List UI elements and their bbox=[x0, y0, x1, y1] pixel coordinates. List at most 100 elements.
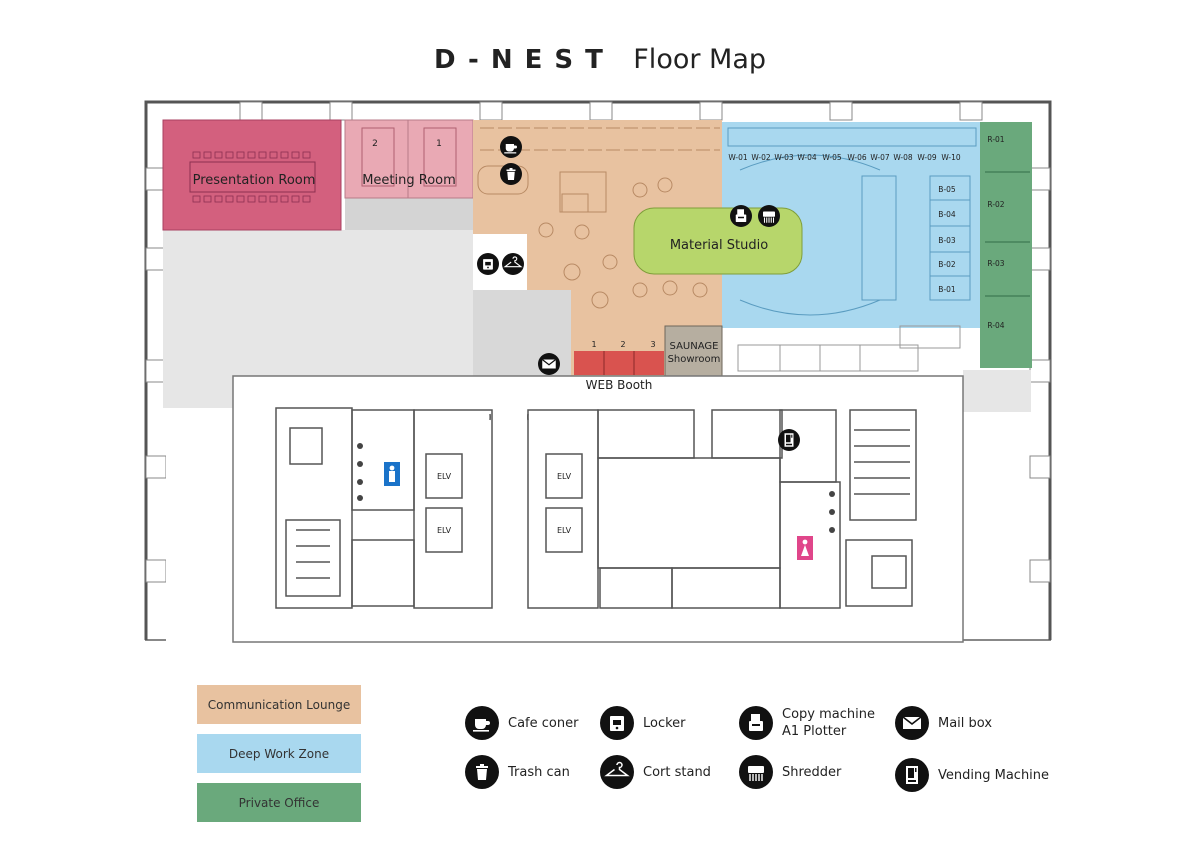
chair bbox=[280, 195, 289, 203]
chair bbox=[203, 151, 212, 159]
chair bbox=[280, 151, 289, 159]
elevator-3 bbox=[545, 453, 583, 499]
legend-icon-label: Cort stand bbox=[643, 764, 711, 780]
legend-zone-label: Communication Lounge bbox=[207, 697, 351, 712]
coat-stand-icon bbox=[502, 253, 524, 275]
legend-icon-label: Shredder bbox=[782, 764, 842, 780]
private-office-label: R-03 bbox=[987, 259, 1004, 268]
legend-copy-machine: Copy machine A1 Plotter bbox=[739, 706, 875, 740]
saunage-label-line1: SAUNAGE bbox=[670, 341, 719, 352]
legend-locker: Locker bbox=[600, 706, 686, 740]
legend-vending-machine: Vending Machine bbox=[895, 758, 1049, 792]
legend-icon-label: Vending Machine bbox=[938, 767, 1050, 783]
private-office-label: R-04 bbox=[987, 321, 1004, 330]
material-studio-label: Material Studio bbox=[670, 238, 768, 253]
vending-machine-icon bbox=[778, 429, 800, 451]
elevator-label: ELV bbox=[557, 526, 572, 535]
private-office-label: R-01 bbox=[987, 135, 1004, 144]
legend-deep-work-zone: Deep Work Zone bbox=[197, 734, 361, 773]
meeting-room-label: Meeting Room bbox=[362, 173, 456, 188]
booth-label: B-01 bbox=[938, 285, 956, 294]
chair bbox=[269, 151, 278, 159]
chair bbox=[192, 151, 201, 159]
chair bbox=[214, 195, 223, 203]
legend-communication-lounge: Communication Lounge bbox=[197, 685, 361, 724]
web-booths bbox=[574, 351, 664, 375]
elevator-1 bbox=[425, 453, 463, 499]
vending-machine-icon bbox=[895, 758, 929, 792]
desk-label: W-07 bbox=[870, 153, 890, 162]
legend-shredder: Shredder bbox=[739, 755, 841, 789]
presentation-room-label: Presentation Room bbox=[193, 173, 316, 188]
chair bbox=[302, 151, 311, 159]
meeting-room-1-label: 1 bbox=[436, 139, 442, 149]
corridor bbox=[345, 198, 473, 230]
mail-icon bbox=[895, 706, 929, 740]
desk-label: W-02 bbox=[751, 153, 771, 162]
chair bbox=[214, 151, 223, 159]
legend-icon-label: Mail box bbox=[938, 715, 993, 731]
legend-icon-label: Copy machine A1 Plotter bbox=[782, 707, 875, 739]
shredder-icon bbox=[739, 755, 773, 789]
legend-icon-label: Trash can bbox=[508, 764, 570, 780]
elevator-label: ELV bbox=[437, 472, 452, 481]
legend-cafe: Cafe coner bbox=[465, 706, 578, 740]
coat-stand-icon bbox=[600, 755, 634, 789]
locker-icon bbox=[600, 706, 634, 740]
chair bbox=[291, 195, 300, 203]
chair bbox=[269, 195, 278, 203]
elevator-4 bbox=[545, 507, 583, 553]
web-booth-number: 3 bbox=[650, 340, 655, 349]
desk-label: W-04 bbox=[797, 153, 817, 162]
trash-icon bbox=[465, 755, 499, 789]
chair bbox=[258, 195, 267, 203]
desk-label: W-05 bbox=[822, 153, 842, 162]
elevator-label: ELV bbox=[557, 472, 572, 481]
desk-label: W-01 bbox=[728, 153, 748, 162]
web-booth-number: 2 bbox=[620, 340, 625, 349]
elevator-label: ELV bbox=[437, 526, 452, 535]
legend-mail-box: Mail box bbox=[895, 706, 992, 740]
chair bbox=[302, 195, 311, 203]
meeting-room bbox=[344, 119, 474, 199]
legend-zone-label: Deep Work Zone bbox=[228, 746, 330, 761]
meeting-room-2-label: 2 bbox=[372, 139, 378, 149]
legend-coat-stand: Cort stand bbox=[600, 755, 711, 789]
desk-label: W-08 bbox=[893, 153, 913, 162]
chair bbox=[258, 151, 267, 159]
chair bbox=[225, 151, 234, 159]
desk-label: W-06 bbox=[847, 153, 867, 162]
desk-label: W-03 bbox=[774, 153, 794, 162]
elevator-2 bbox=[425, 507, 463, 553]
chair bbox=[225, 195, 234, 203]
saunage-label-line2: Showroom bbox=[668, 354, 721, 365]
legend-icon-label: Locker bbox=[643, 715, 686, 731]
copy-machine-icon bbox=[739, 706, 773, 740]
booth-label: B-02 bbox=[938, 260, 956, 269]
chair bbox=[236, 151, 245, 159]
map-header: D-NEST Floor Map bbox=[0, 44, 1200, 75]
trash-icon bbox=[500, 163, 522, 185]
legend-private-office: Private Office bbox=[197, 783, 361, 822]
logo: D-NEST bbox=[433, 45, 615, 75]
chair bbox=[247, 195, 256, 203]
material-studio bbox=[633, 207, 803, 275]
chair bbox=[236, 195, 245, 203]
legend-trash: Trash can bbox=[465, 755, 570, 789]
communication-lounge-zone bbox=[473, 120, 722, 376]
desk-label: W-09 bbox=[917, 153, 937, 162]
chair bbox=[203, 195, 212, 203]
private-office-zone bbox=[980, 122, 1032, 368]
booth-label: B-04 bbox=[938, 210, 956, 219]
booth-label: B-03 bbox=[938, 236, 956, 245]
locker-icon bbox=[477, 253, 499, 275]
chair bbox=[192, 195, 201, 203]
desk-label: W-10 bbox=[941, 153, 961, 162]
cafe-icon bbox=[465, 706, 499, 740]
mail-icon bbox=[538, 353, 560, 375]
web-booth-label: WEB Booth bbox=[586, 378, 653, 392]
booth-label: B-05 bbox=[938, 185, 956, 194]
web-booth-number: 1 bbox=[591, 340, 596, 349]
shredder-icon bbox=[758, 205, 780, 227]
